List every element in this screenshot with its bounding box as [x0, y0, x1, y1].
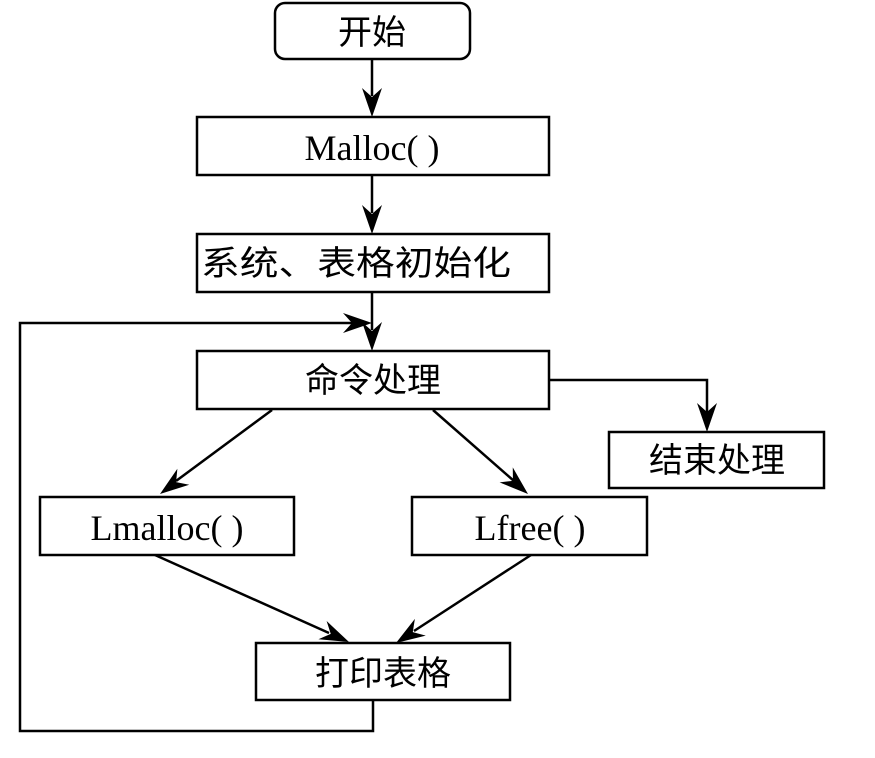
arrowhead-command-from-loop — [343, 313, 372, 333]
start-label: 开始 — [338, 13, 406, 53]
arrowhead-lmalloc — [160, 468, 190, 494]
arrowhead-print-from-lfree — [396, 618, 426, 643]
edge-command-to-end — [549, 378, 709, 412]
malloc-label: Malloc( ) — [305, 128, 440, 168]
edge-lmalloc-to-print — [154, 553, 330, 635]
command-label: 命令处理 — [305, 361, 441, 401]
lmalloc-label: Lmalloc( ) — [91, 508, 244, 548]
node-lmalloc: Lmalloc( ) — [38, 495, 296, 557]
node-malloc: Malloc( ) — [195, 115, 551, 177]
init-box — [195, 232, 551, 294]
lfree-box — [410, 495, 649, 557]
node-command: 命令处理 — [195, 349, 551, 411]
edge-loop-print-to-command — [18, 321, 375, 733]
arrowhead-command-from-init — [362, 322, 382, 351]
command-box — [195, 349, 551, 411]
node-init: 系统、表格初始化 — [195, 232, 551, 294]
init-label: 系统、表格初始化 — [201, 244, 511, 284]
lfree-label: Lfree( ) — [475, 508, 586, 548]
arrowhead-end-process — [697, 403, 717, 432]
node-end-process: 结束处理 — [607, 430, 826, 490]
edge-lfree-to-print — [413, 553, 532, 633]
arrowhead-init — [362, 205, 382, 234]
end-process-label: 结束处理 — [649, 441, 785, 481]
end-process-box — [607, 430, 826, 490]
node-start: 开始 — [273, 1, 472, 61]
edge-command-to-lfree — [432, 409, 515, 482]
print-table-label: 打印表格 — [315, 654, 451, 694]
arrowhead-print-from-lmalloc — [318, 621, 349, 642]
arrowhead-malloc — [362, 88, 382, 117]
arrowheads — [160, 88, 717, 643]
start-terminal — [273, 1, 472, 61]
lmalloc-box — [38, 495, 296, 557]
edges — [18, 59, 709, 733]
node-print-table: 打印表格 — [254, 641, 512, 702]
arrowhead-lfree — [499, 467, 528, 494]
edge-command-to-lmalloc — [175, 408, 273, 483]
malloc-box — [195, 115, 551, 177]
node-lfree: Lfree( ) — [410, 495, 649, 557]
print-table-box — [254, 641, 512, 702]
